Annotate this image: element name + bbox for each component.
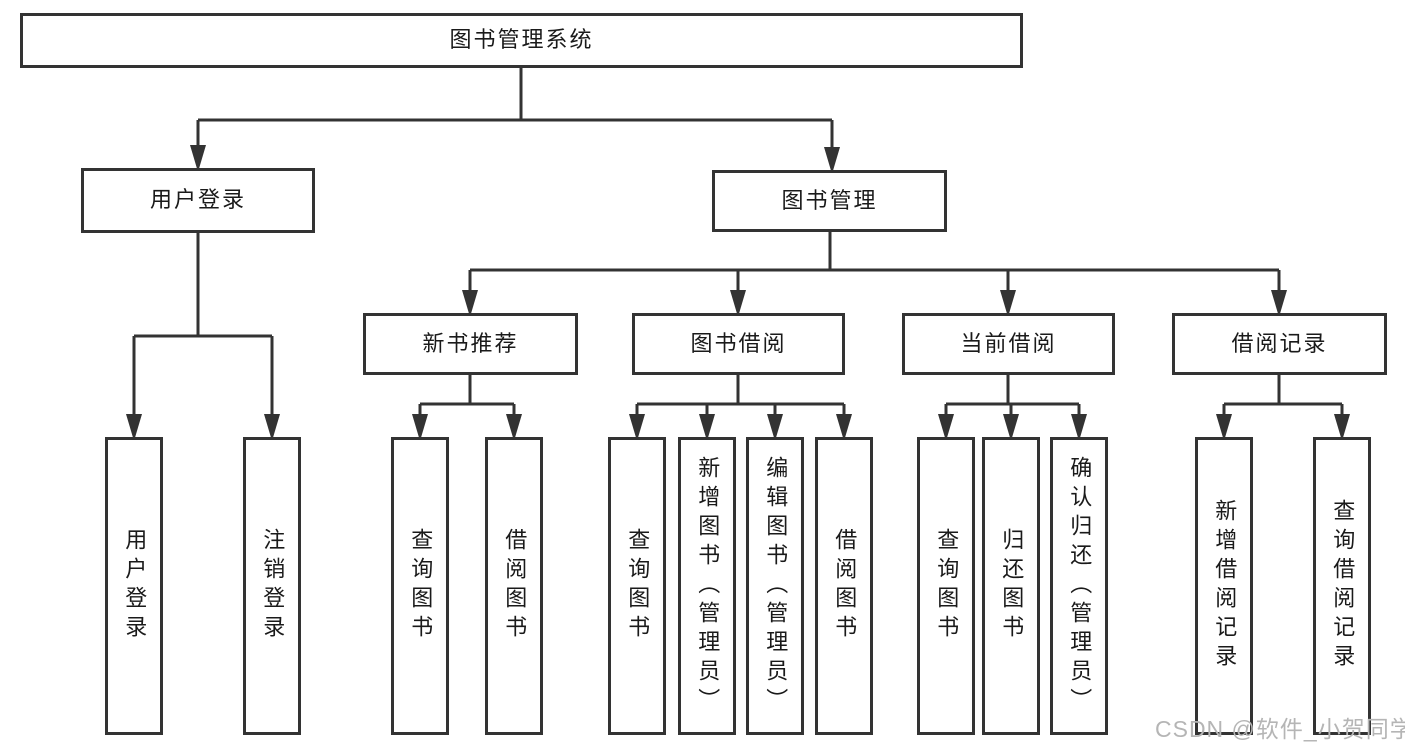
node-rec-query-books: 查询图书 [391, 437, 449, 735]
node-book-borrowing: 图书借阅 [632, 313, 845, 375]
node-book-management-module: 图书管理 [712, 170, 947, 232]
node-borrow-edit-books-admin: 编辑图书（管理员） [746, 437, 804, 735]
csdn-watermark: CSDN @软件_小贺同学 [1155, 716, 1405, 742]
node-records-add-record: 新增借阅记录 [1195, 437, 1253, 735]
node-current-borrowing: 当前借阅 [902, 313, 1115, 375]
node-current-confirm-return-admin: 确认归还（管理员） [1050, 437, 1108, 735]
node-root-system: 图书管理系统 [20, 13, 1023, 68]
node-rec-borrow-books: 借阅图书 [485, 437, 543, 735]
node-current-return-books: 归还图书 [982, 437, 1040, 735]
node-borrow-borrow-books: 借阅图书 [815, 437, 873, 735]
node-borrow-add-books-admin: 新增图书（管理员） [678, 437, 736, 735]
node-borrowing-records: 借阅记录 [1172, 313, 1387, 375]
node-new-book-recommendation: 新书推荐 [363, 313, 578, 375]
node-records-query-record: 查询借阅记录 [1313, 437, 1371, 735]
node-user-login-action: 用户登录 [105, 437, 163, 735]
node-current-query-books: 查询图书 [917, 437, 975, 735]
node-borrow-query-books: 查询图书 [608, 437, 666, 735]
node-logout-action: 注销登录 [243, 437, 301, 735]
node-user-login-module: 用户登录 [81, 168, 315, 233]
